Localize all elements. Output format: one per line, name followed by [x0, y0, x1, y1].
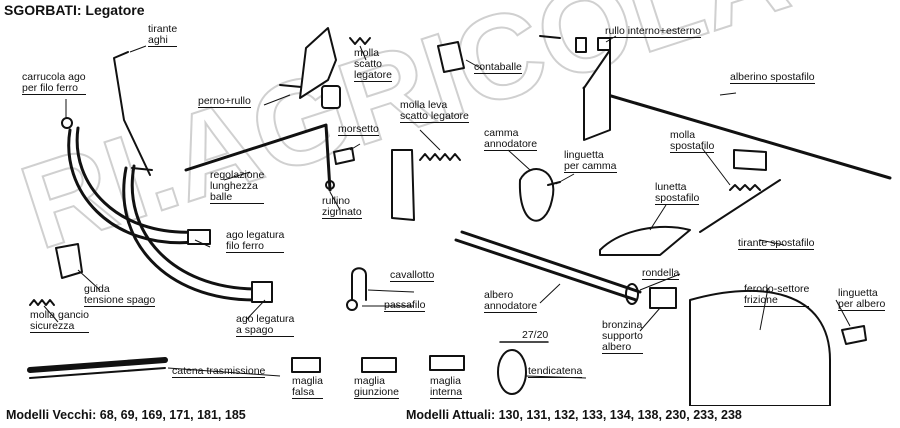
maglia-interna-part	[429, 355, 465, 371]
contaballe-part	[437, 41, 465, 73]
label-morsetto: morsetto	[338, 123, 379, 136]
label-tendicatena: tendicatena	[528, 365, 583, 378]
models-new: Modelli Attuali: 130, 131, 132, 133, 134…	[406, 408, 742, 422]
ago-spago-part	[122, 164, 273, 303]
label-tirante-spostafilo: tirante spostafilo	[738, 237, 815, 250]
alberino-spostafilo-part	[582, 49, 892, 180]
ratio-label: 27/20	[522, 329, 549, 341]
leva-scatto-part	[391, 149, 415, 221]
guida-tensione-part	[55, 243, 83, 279]
bronzina-part	[649, 287, 677, 309]
catena-part	[27, 357, 168, 379]
rondella-part	[625, 283, 639, 305]
morsetto-part	[333, 147, 355, 165]
tirante-aghi-part	[113, 51, 153, 176]
passafilo-part	[346, 299, 358, 311]
linguetta-albero-part	[841, 325, 867, 345]
label-perno-rullo: perno+rullo	[198, 95, 251, 108]
ago-filo-ferro-part	[67, 126, 211, 245]
watermark: RI.AGRICOLA RICAMBI	[7, 0, 900, 275]
tendicatena-part	[497, 349, 527, 395]
cavallotto-part	[351, 267, 367, 301]
lunetta-part	[599, 225, 691, 256]
frizione-part	[689, 289, 831, 407]
molla-leva-part	[419, 153, 461, 161]
carrucola-part	[61, 117, 73, 129]
maglia-giunzione-part	[361, 357, 397, 373]
regolazione-part	[184, 123, 335, 192]
models-footer	[0, 406, 900, 428]
camma-part	[518, 168, 555, 222]
label-catena: catena trasmissione	[172, 365, 266, 378]
molla-spostafilo-part	[729, 184, 761, 191]
label-rullo: rullo interno+esterno	[605, 25, 702, 38]
label-contaballe: contaballe	[474, 61, 522, 74]
page-title: SGORBATI: Legatore	[4, 2, 145, 18]
label-rondella: rondella	[642, 267, 680, 280]
tirante-spostafilo-part	[699, 179, 781, 233]
label-passafilo: passafilo	[384, 299, 426, 312]
models-old: Modelli Vecchi: 68, 69, 169, 171, 181, 1…	[6, 408, 246, 422]
label-cavallotto: cavallotto	[390, 269, 435, 282]
maglia-falsa-part	[291, 357, 321, 373]
leader-lines	[43, 35, 851, 379]
albero-annodatore-part	[454, 230, 642, 302]
molla-gancio-part	[29, 299, 55, 306]
label-alberino: alberino spostafilo	[730, 71, 815, 84]
rullo-part	[539, 35, 611, 53]
molla-scatto-part	[299, 27, 371, 99]
